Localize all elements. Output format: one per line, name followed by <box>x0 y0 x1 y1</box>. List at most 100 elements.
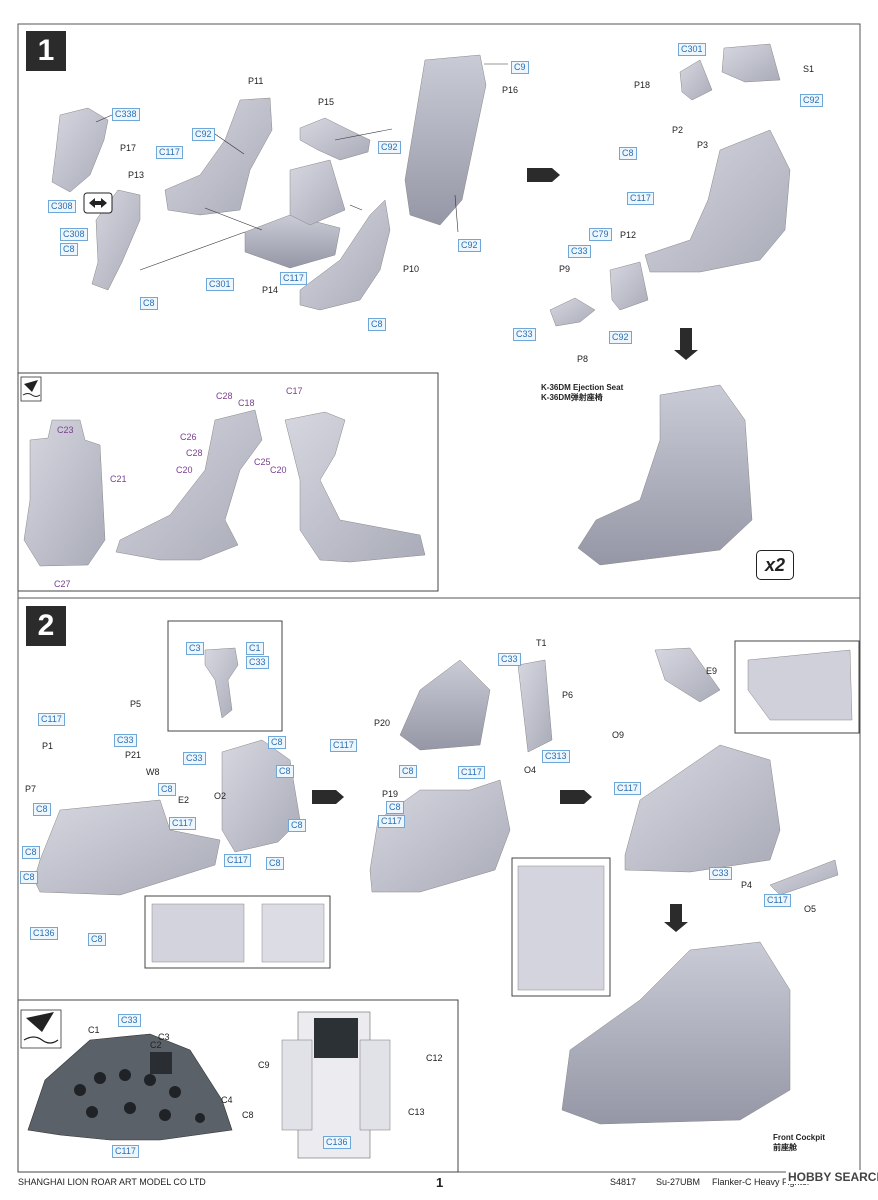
part-label: C2 <box>150 1040 162 1050</box>
part-label: P8 <box>577 354 589 364</box>
part-label: C117 <box>378 815 405 828</box>
step-number-1: 1 <box>26 31 66 71</box>
part-label: C136 <box>30 927 58 940</box>
seat-caption-en: K-36DM Ejection Seat <box>541 383 624 392</box>
part-label: C8 <box>242 1110 254 1120</box>
part-label: C8 <box>60 243 78 256</box>
part-label: C33 <box>246 656 269 669</box>
part-label: C33 <box>513 328 536 341</box>
part-label: C13 <box>408 1107 425 1117</box>
part-label: C117 <box>330 739 357 752</box>
part-label: C92 <box>800 94 823 107</box>
part-label: C21 <box>110 474 127 484</box>
part-label: C8 <box>20 871 38 884</box>
part-label: P19 <box>382 789 399 799</box>
part-label: C338 <box>112 108 140 121</box>
part-label: O5 <box>804 904 817 914</box>
part-label: C18 <box>238 398 255 408</box>
part-label: C25 <box>254 457 271 467</box>
part-label: C33 <box>709 867 732 880</box>
part-label: P16 <box>502 85 519 95</box>
part-label: C117 <box>764 894 791 907</box>
part-label: O4 <box>524 765 537 775</box>
footer-company: SHANGHAI LION ROAR ART MODEL CO LTD <box>18 1177 206 1187</box>
part-label: C117 <box>156 146 183 159</box>
part-label: C33 <box>118 1014 141 1027</box>
part-label: C17 <box>286 386 303 396</box>
step-number-2: 2 <box>26 606 66 646</box>
part-label: T1 <box>536 638 547 648</box>
part-label: P2 <box>672 125 684 135</box>
part-label: W8 <box>146 767 160 777</box>
part-label: C20 <box>270 465 287 475</box>
part-label: P20 <box>374 718 391 728</box>
part-label: C117 <box>169 817 196 830</box>
part-label: C92 <box>609 331 632 344</box>
seat-caption-cn: K-36DM弹射座椅 <box>541 393 603 402</box>
footer-kit-name: Flanker-C Heavy Fighter <box>712 1177 811 1187</box>
part-label: C28 <box>216 391 233 401</box>
part-label: C33 <box>498 653 521 666</box>
part-label: C8 <box>266 857 284 870</box>
part-label: O2 <box>214 791 227 801</box>
part-label: C8 <box>368 318 386 331</box>
part-label: P12 <box>620 230 637 240</box>
part-label: P9 <box>559 264 571 274</box>
part-label: C20 <box>176 465 193 475</box>
part-label: E2 <box>178 795 190 805</box>
part-label: P11 <box>248 76 264 86</box>
part-label: P5 <box>130 699 142 709</box>
part-label: C9 <box>511 61 529 74</box>
part-label: C117 <box>112 1145 139 1158</box>
part-label: O9 <box>612 730 625 740</box>
part-label: P1 <box>42 741 54 751</box>
part-label: C8 <box>288 819 306 832</box>
part-label: C8 <box>33 803 51 816</box>
part-label: C27 <box>54 579 71 589</box>
part-label: C308 <box>60 228 88 241</box>
part-label: C26 <box>180 432 197 442</box>
part-label: P21 <box>125 750 142 760</box>
part-label: C136 <box>323 1136 351 1149</box>
part-label: C308 <box>48 200 76 213</box>
part-label: C92 <box>378 141 401 154</box>
part-label: C92 <box>192 128 215 141</box>
part-label: C301 <box>206 278 234 291</box>
multiplier-badge: x2 <box>756 550 794 580</box>
part-label: C33 <box>183 752 206 765</box>
part-label: C117 <box>280 272 307 285</box>
part-label: P14 <box>262 285 279 295</box>
part-label: C8 <box>386 801 404 814</box>
part-label: C3 <box>158 1032 170 1042</box>
footer-watermark: HOBBY SEARCH <box>786 1170 878 1184</box>
part-label: P10 <box>403 264 420 274</box>
part-label: C23 <box>57 425 74 435</box>
footer-model: Su-27UBM <box>656 1177 701 1187</box>
part-label: C117 <box>614 782 641 795</box>
part-label: C8 <box>268 736 286 749</box>
part-label: C1 <box>246 642 264 655</box>
part-label: C33 <box>114 734 137 747</box>
part-label: C8 <box>158 783 176 796</box>
part-label: C8 <box>88 933 106 946</box>
footer-page-number: 1 <box>436 1175 444 1190</box>
part-label: C92 <box>458 239 481 252</box>
part-label: C8 <box>140 297 158 310</box>
part-label: C28 <box>186 448 203 458</box>
footer-product-code: S4817 <box>610 1177 637 1187</box>
part-label: C117 <box>627 192 654 205</box>
part-label: C8 <box>399 765 417 778</box>
part-label: P6 <box>562 690 574 700</box>
part-label: C301 <box>678 43 706 56</box>
part-label: C313 <box>542 750 570 763</box>
part-label: C117 <box>38 713 65 726</box>
part-label: C33 <box>568 245 591 258</box>
part-label: C4 <box>221 1095 233 1105</box>
part-label: P18 <box>634 80 651 90</box>
part-label: P4 <box>741 880 753 890</box>
part-label: C1 <box>88 1025 100 1035</box>
part-label: P7 <box>25 784 37 794</box>
part-label: C12 <box>426 1053 443 1063</box>
part-label: C8 <box>619 147 637 160</box>
